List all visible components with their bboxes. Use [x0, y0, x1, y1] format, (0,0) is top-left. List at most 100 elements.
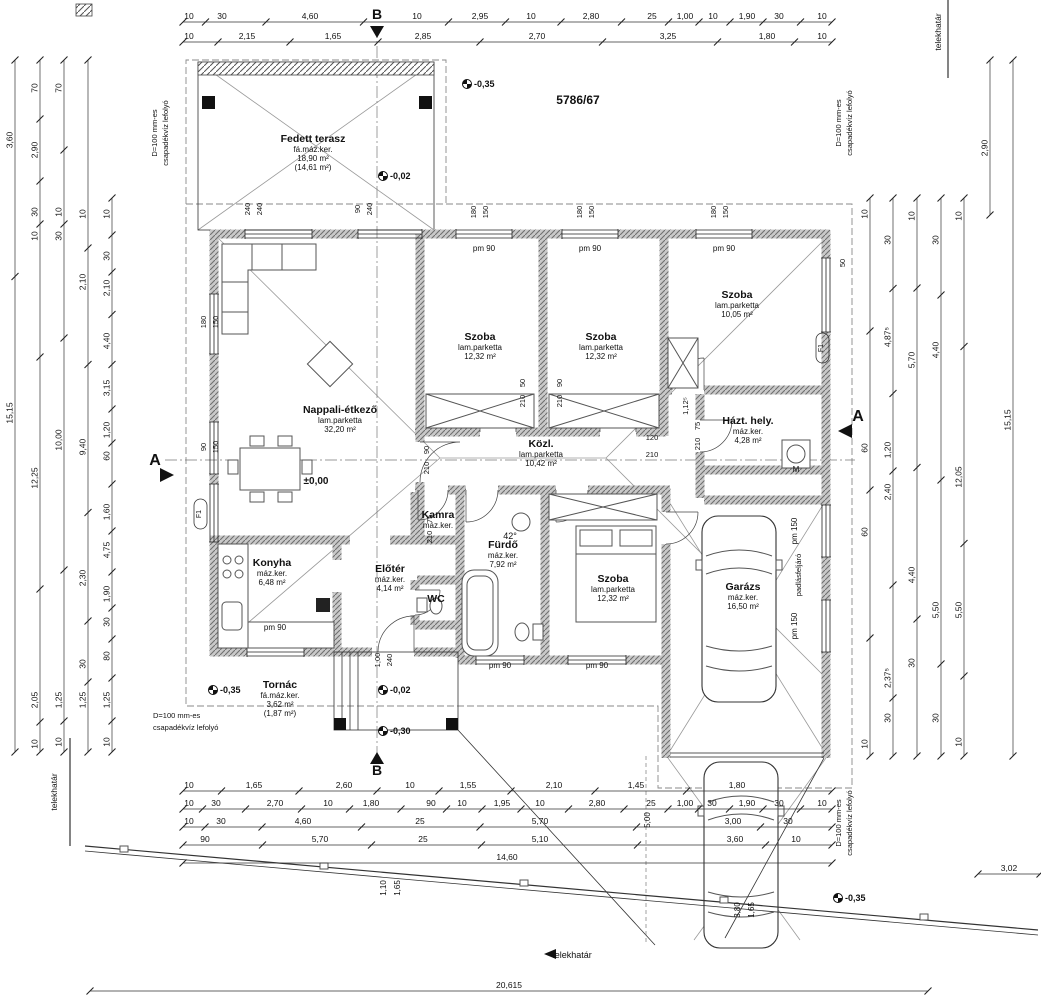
dim-tick: [36, 115, 44, 123]
dim-tick: [357, 823, 366, 831]
room-area: 18,90 m²: [297, 154, 329, 163]
dim-tick: [913, 284, 921, 292]
dim-tick: [913, 463, 921, 472]
dim-label: 70: [30, 83, 40, 93]
dim-tick: [179, 859, 187, 867]
annotation: ±0,00: [304, 476, 329, 487]
room-name: Szoba: [598, 573, 629, 585]
room-name: Nappali-étkező: [303, 404, 377, 416]
dim-label: 10: [535, 798, 545, 808]
annotation: telekhatár: [933, 13, 943, 50]
dim-label: 1,25: [78, 691, 88, 708]
annotation: 120: [646, 433, 659, 442]
dim-label: 10: [817, 31, 827, 41]
dim-label: 1,25: [102, 691, 112, 708]
annotation: 50: [838, 259, 847, 267]
dim-label: 70: [54, 83, 64, 93]
dim-tick: [397, 805, 405, 813]
annotation: 180: [469, 206, 478, 219]
annotation: 150: [211, 316, 220, 329]
boiler: [316, 598, 330, 612]
dim-tick: [889, 581, 897, 589]
dim-label: 1,55: [460, 780, 477, 790]
dim-tick: [60, 717, 68, 725]
dim-label: 3,60: [5, 131, 15, 148]
dim-tick: [11, 272, 19, 281]
dim-label: 30: [217, 11, 227, 21]
dim-tick: [217, 787, 226, 795]
room-name: Fürdő: [488, 539, 518, 551]
f1-marker: [815, 332, 830, 364]
dim-label: 2,85: [415, 31, 432, 41]
dim-tick: [725, 805, 734, 813]
elevation-value: -0,02: [390, 685, 411, 695]
dim-label: 1,20: [102, 421, 112, 438]
annotation: D=100 mm-es: [150, 109, 159, 157]
dim-label: 4,60: [302, 11, 319, 21]
dim-tick: [108, 748, 116, 756]
annotation: 240: [385, 654, 394, 667]
elevation-marker-fill: [462, 79, 472, 89]
room-area: 7,92 m²: [489, 560, 516, 569]
dim-tick: [36, 220, 44, 228]
dim-tick: [1009, 56, 1017, 64]
dim-tick: [86, 987, 94, 995]
annotation: 75: [425, 515, 434, 523]
dim-tick: [913, 752, 921, 760]
room-area: 4,28 m²: [734, 436, 761, 445]
room-name: Szoba: [586, 331, 617, 343]
room-finish: lam.parketta: [715, 301, 760, 310]
dim-label: 10: [54, 207, 64, 217]
dim-tick: [108, 527, 116, 535]
elevation-marker-fill: [378, 726, 388, 736]
dim-tick: [889, 284, 897, 293]
dim-label: 5,50: [954, 601, 964, 618]
room-area: 12,32 m²: [585, 352, 617, 361]
dim-label: 10: [526, 11, 536, 21]
dim-label: 4,40: [907, 566, 917, 583]
dim-tick: [36, 718, 44, 726]
boundary-corner-marker: [75, 3, 93, 17]
dim-tick: [36, 585, 44, 593]
annotation: csapadékvíz lefolyó: [161, 100, 170, 165]
dim-tick: [108, 310, 116, 319]
dim-tick: [214, 38, 222, 46]
annotation: pm 150: [790, 612, 799, 639]
wardrobe: [425, 337, 699, 521]
room-finish: lam.parketta: [458, 343, 503, 352]
dim-tick: [359, 18, 368, 26]
dim-tick: [373, 787, 381, 795]
dim-tick: [759, 18, 767, 26]
dim-label: 2,90: [980, 139, 990, 156]
dim-tick: [726, 18, 734, 26]
dim-tick: [444, 18, 453, 26]
dim-tick: [986, 56, 994, 64]
dim-label: 1,45: [628, 780, 645, 790]
dim-tick: [108, 439, 116, 447]
dim-tick: [924, 987, 932, 995]
annotation: 180: [709, 206, 718, 219]
dim-label: 10: [323, 798, 333, 808]
dim-tick: [198, 805, 207, 813]
dim-tick: [507, 787, 515, 795]
dim-tick: [201, 823, 209, 831]
kitchen-counter: [247, 621, 335, 649]
dim-tick: [476, 38, 484, 46]
dim-label: 3,60: [727, 834, 744, 844]
dim-tick: [937, 291, 945, 299]
dim-label: 90: [200, 834, 210, 844]
section-b-arrow: [370, 752, 384, 764]
dim-tick: [179, 805, 187, 813]
dim-label: 10: [860, 209, 870, 219]
dim-label: 1,00: [677, 798, 694, 808]
dim-label: 30: [216, 816, 226, 826]
annotation: 50: [518, 379, 527, 387]
dim-tick: [664, 805, 672, 813]
dim-label: 90: [426, 798, 436, 808]
dim-label: 30: [211, 798, 221, 808]
dim-label: 1,80: [759, 31, 776, 41]
dim-label: 30: [883, 713, 893, 723]
dim-tick: [501, 18, 510, 26]
dim-tick: [374, 38, 382, 46]
toilet: [532, 623, 544, 641]
